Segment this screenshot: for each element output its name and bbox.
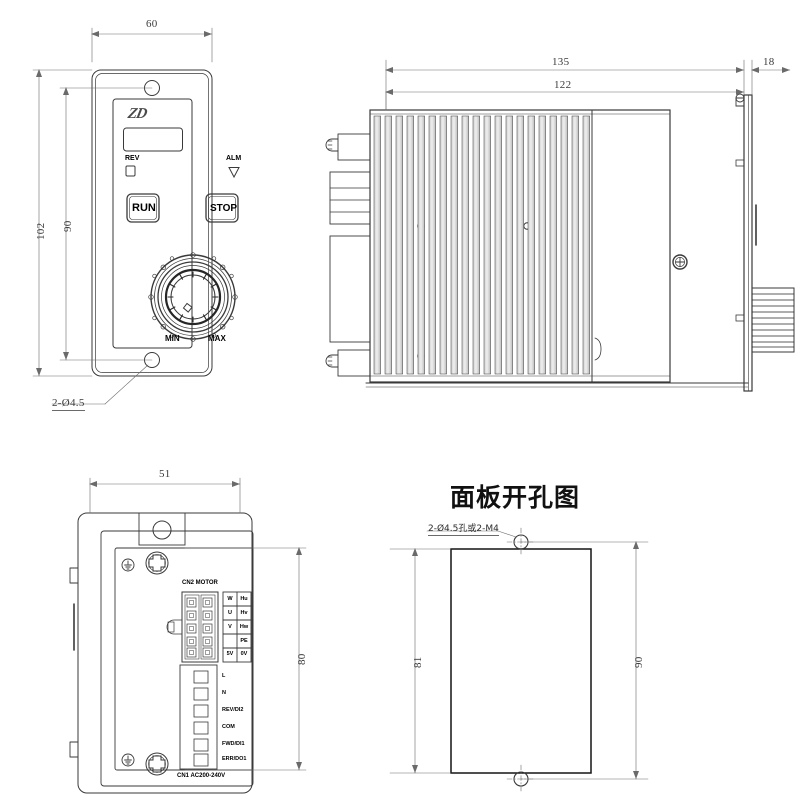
cutout-diagram-title: 面板开孔图 [450,483,581,512]
front-view-dimensions [32,27,213,405]
cutout-hole-callout: 2-Ø4.5孔或2-M4 [428,521,499,536]
cn1-terminal-fwd-di1: FWD/DI1 [222,741,245,747]
rear-height-dimension: 80 [296,653,308,665]
cn2-cell-hu: Hu [240,596,248,602]
cn1-terminal-com: COM [222,724,235,730]
heatsink-fins [373,115,590,375]
cn2-cell-u: U [228,610,232,616]
cn2-cell-pe: PE [240,638,248,644]
front-view-geometry [91,69,240,377]
side-plate-thickness-dimension: 18 [763,56,775,68]
side-knob-knurl [751,293,795,348]
brand-logo: ZD [126,106,148,122]
cn2-cell-w: W [227,596,233,602]
cutout-height-dimension: 81 [412,656,424,668]
front-outer-height-dimension: 102 [35,222,47,240]
cn2-connector-label: CN2 MOTOR [182,580,218,586]
front-width-dimension: 60 [146,18,158,30]
cn2-cell-v: V [228,624,232,630]
cutout-view-dimensions [389,541,649,780]
knob-geometry [150,254,236,340]
side-view-dimensions [385,59,791,111]
knob-scale-ticks [167,271,219,323]
stop-button-label[interactable]: STOP [210,203,238,214]
cn1-connector-label: CN1 AC200-240V [177,773,226,779]
rear-width-dimension: 51 [159,468,171,480]
knob-knurl [148,252,238,342]
knob-max-label: MAX [208,334,226,343]
cn2-cell-5v: 5V [226,651,234,657]
run-button-label[interactable]: RUN [132,202,156,214]
cutout-hole-pitch-dimension: 90 [633,656,645,668]
cn2-cell-hv: Hv [240,610,248,616]
cn1-terminal-rev-di2: REV/DI2 [222,707,244,713]
rev-indicator-label: REV [125,155,140,162]
alm-indicator-label: ALM [226,155,242,162]
cn2-cell-0v: 0V [240,651,248,657]
front-hole-pitch-dimension: 90 [62,220,74,232]
cutout-view-geometry [426,527,592,794]
rear-view-geometry [69,512,254,794]
front-hole-callout: 2-Ø4.5 [52,397,85,411]
cn2-cell-hw: Hw [239,624,249,630]
rear-view-dimensions [89,477,307,771]
cn1-terminal-n: N [222,690,226,696]
side-body-depth-dimension: 122 [554,79,572,91]
cn1-terminal-l: L [222,673,226,679]
knob-min-label: MIN [165,334,180,343]
cn1-terminal-err-do1: ERR/DO1 [222,756,247,762]
side-total-depth-dimension: 135 [552,56,570,68]
